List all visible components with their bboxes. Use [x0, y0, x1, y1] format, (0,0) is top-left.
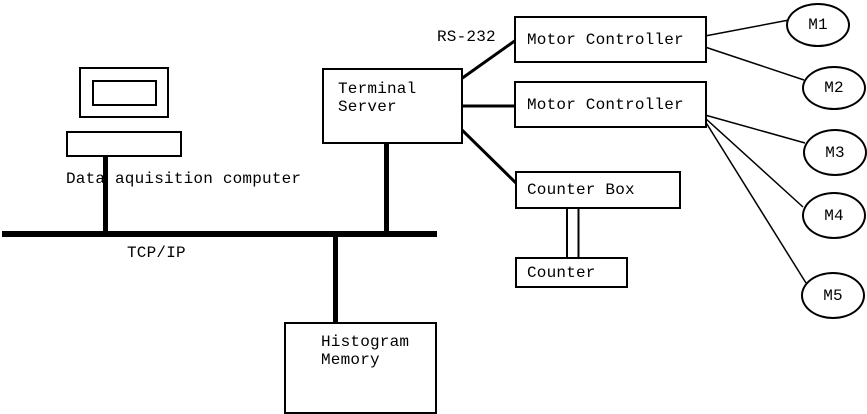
histogram-memory-box: Histogram Memory — [284, 322, 437, 414]
computer-keyboard-icon — [66, 131, 182, 157]
motor-m2-ellipse: M2 — [802, 66, 866, 110]
counter-node: Counter — [515, 257, 628, 288]
mc2-m4-line — [704, 117, 804, 208]
tcp-ip-label: TCP/IP — [127, 244, 186, 262]
motor-label: M3 — [825, 143, 845, 162]
motor-controller-2-box: Motor Controller — [514, 81, 707, 128]
motor-label: M5 — [823, 286, 843, 305]
data-acquisition-computer-label: Data aquisition computer — [66, 170, 302, 188]
motor-m3-ellipse: M3 — [803, 129, 867, 176]
mc2-m3-line — [704, 114, 806, 144]
rs232-link-line — [460, 38, 517, 81]
rs-232-label: RS-232 — [437, 28, 496, 46]
mc2-m5-line — [704, 120, 807, 284]
terminal-server-counterbox-line — [458, 126, 520, 187]
motor-controller-1-box: Motor Controller — [514, 16, 707, 63]
motor-label: M1 — [808, 16, 828, 34]
motor-m4-ellipse: M4 — [802, 192, 866, 239]
terminal-server-box: Terminal Server — [322, 68, 463, 144]
computer-screen-icon — [92, 80, 157, 106]
mc1-m2-line — [704, 46, 805, 81]
mc1-m1-line — [704, 19, 790, 37]
motor-label: M2 — [824, 79, 844, 97]
motor-m1-ellipse: M1 — [786, 3, 850, 47]
motor-label: M4 — [824, 206, 844, 225]
counter-box-node: Counter Box — [515, 171, 681, 209]
motor-m5-ellipse: M5 — [801, 272, 865, 319]
